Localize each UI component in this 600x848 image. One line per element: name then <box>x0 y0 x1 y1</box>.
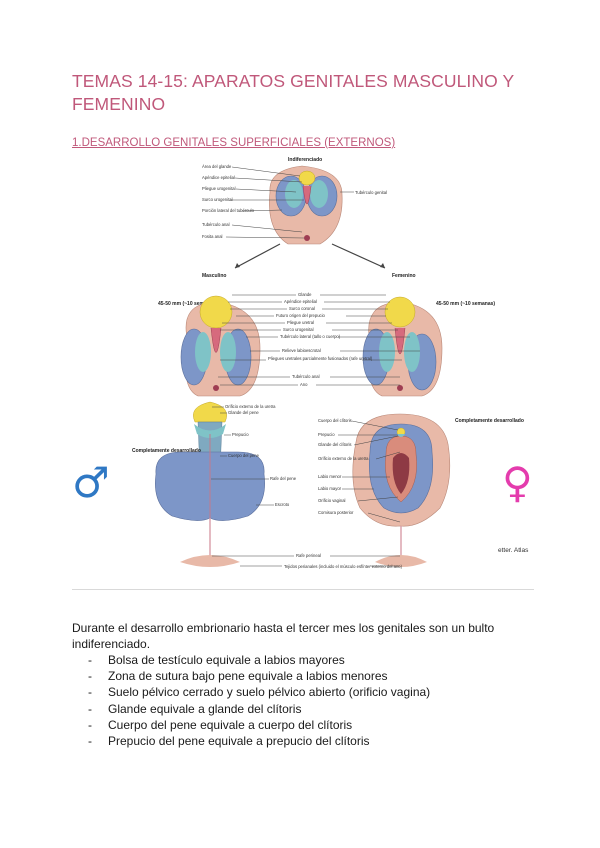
anatomy-illustration: Indiferenciado Área del glande Apéndice … <box>72 157 533 569</box>
label-surco-urogenital: Surco urogenital <box>202 197 233 202</box>
list-marker: - <box>88 669 92 684</box>
indifferent-stage-drawing <box>269 165 343 245</box>
label-prepucio-m: Prepucio <box>232 432 249 437</box>
label-cuerpo-clitoris: Cuerpo del clítoris <box>318 418 352 423</box>
label-area-glande: Área del glande <box>202 164 232 169</box>
label-apendice-epitelial: Apéndice epitelial <box>202 175 235 180</box>
label-pliegues-fusionados: Pliegues uretrales parcialmente fusionad… <box>268 356 373 361</box>
list-marker: - <box>88 653 92 667</box>
label-labio-mayor: Labio mayor <box>318 486 342 491</box>
list-item-text: Bolsa de testículo equivale a labios may… <box>108 653 345 667</box>
list-item: - Suelo pélvico cerrado y suelo pélvico a… <box>88 684 430 700</box>
male-10-week-drawing <box>180 295 261 397</box>
indifferent-labels: Área del glande Apéndice epitelial Plieg… <box>202 164 387 239</box>
label-comisura-posterior: Comisura posterior <box>318 510 354 515</box>
label-relieve-labioescrotal: Relieve labioescrotal <box>282 348 321 353</box>
figure-divider <box>72 589 534 590</box>
label-glande-pene: Glande del pene <box>228 410 259 415</box>
middle-labels: Glande Apéndice epitelial Surco coronal … <box>218 292 420 387</box>
label-porcion-lateral: Porción lateral del tubérculo <box>202 208 255 213</box>
intro-paragraph: Durante el desarrollo embrionario hasta … <box>72 621 495 651</box>
label-tuberculo-genital: Tubérculo genital <box>355 190 387 195</box>
label-glande: Glande <box>298 292 312 297</box>
list-marker: - <box>88 701 92 716</box>
list-item: - Zona de sutura bajo pene equivale a lab… <box>88 668 430 684</box>
female-10-week-drawing <box>362 296 443 397</box>
male-symbol-icon: ♂ <box>72 458 110 507</box>
list-item: - Prepucio del pene equivale a prepucio d… <box>88 733 430 749</box>
list-item: - Bolsa de testículo equivale a labios ma… <box>88 652 430 668</box>
label-rafe-pene: Rafe del pene <box>270 476 297 481</box>
list-marker: - <box>88 717 92 732</box>
label-tuberculo-anal: Tubérculo anal <box>202 222 230 227</box>
list-item-text: Zona de sutura bajo pene equivale a labi… <box>108 669 388 684</box>
label-prepucio-f: Prepucio <box>318 432 335 437</box>
label-apendice: Apéndice epitelial <box>284 299 317 304</box>
label-ano: Ano <box>300 382 308 387</box>
label-pliegue-urogenital: Pliegue urogenital <box>202 186 236 191</box>
list-marker: - <box>88 685 92 700</box>
list-marker: - <box>88 734 92 749</box>
label-surco-urogenital-mid: Surco urogenital <box>283 327 314 332</box>
list-item-text: Cuerpo del pene equivale a cuerpo del cl… <box>108 717 353 732</box>
list-item: - Glande equivale a glande del clítoris <box>88 701 430 717</box>
male-complete-heading: Completamente desarrollado <box>132 448 201 454</box>
female-complete-labels: Completamente desarrollado Cuerpo del cl… <box>318 418 524 523</box>
label-surco-coronal: Surco coronal <box>289 306 315 311</box>
male-complete-labels: Completamente desarrollado Orificio exte… <box>132 404 297 507</box>
heading-indiferenciado: Indiferenciado <box>288 157 322 163</box>
female-symbol-icon: ♀ <box>502 458 533 507</box>
male-complete-drawing <box>155 401 265 567</box>
label-escroto: Escroto <box>275 502 290 507</box>
female-complete-drawing <box>352 413 451 567</box>
label-futuro-prepucio: Futuro origen del prepucio <box>276 313 326 318</box>
label-pliegue-uretral: Pliegue uretral <box>287 320 314 325</box>
label-fosita-anal: Fosita anal <box>202 234 223 239</box>
figure-credit: etter. Atlas <box>498 547 529 554</box>
label-tuberculo-lateral: Tubérculo lateral (tallo o cuerpo) <box>280 334 341 339</box>
male-age-label: 45-50 mm (~10 semanas) <box>158 301 217 307</box>
section-heading: 1.DESARROLLO GENITALES SUPERFICIALES (EX… <box>72 137 396 149</box>
list-item-text: Suelo pélvico cerrado y suelo pélvico ab… <box>108 685 431 700</box>
list-item-text: Glande equivale a glande del clítoris <box>108 701 302 716</box>
stage-arrows <box>234 243 386 269</box>
label-orificio-vaginal: Orificio vaginal <box>318 498 346 503</box>
heading-masculino: Masculino <box>202 273 226 279</box>
equivalence-list: - Bolsa de testículo equivale a labios ma… <box>88 652 430 749</box>
label-cuerpo-pene: Cuerpo del pene <box>228 453 260 458</box>
anatomy-figure: Indiferenciado Área del glande Apéndice … <box>70 152 535 586</box>
label-tuberculo-anal-mid: Tubérculo anal <box>292 374 320 379</box>
label-orificio-uretra-f: Orificio externo de la uretra <box>318 456 369 461</box>
list-item: - Cuerpo del pene equivale a cuerpo del c… <box>88 717 430 733</box>
label-labio-menor: Labio menor <box>318 474 342 479</box>
heading-femenino: Femenino <box>392 273 416 279</box>
label-rafe-perineal: Rafe perineal <box>296 553 321 558</box>
female-age-label: 45-50 mm (~10 semanas) <box>436 301 495 307</box>
bottom-labels: Rafe perineal Tejidos perianales (inclui… <box>212 547 529 569</box>
female-complete-heading: Completamente desarrollado <box>455 418 524 424</box>
label-orificio-uretra-m: Orificio externo de la uretra <box>225 404 276 409</box>
label-glande-clitoris: Glande del clítoris <box>318 442 352 447</box>
label-tejidos-perianales: Tejidos perianales (incluido el músculo … <box>284 564 403 569</box>
page-title: TEMAS 14-15: APARATOS GENITALES MASCULIN… <box>72 71 514 114</box>
list-item-text: Prepucio del pene equivale a prepucio de… <box>108 734 370 749</box>
